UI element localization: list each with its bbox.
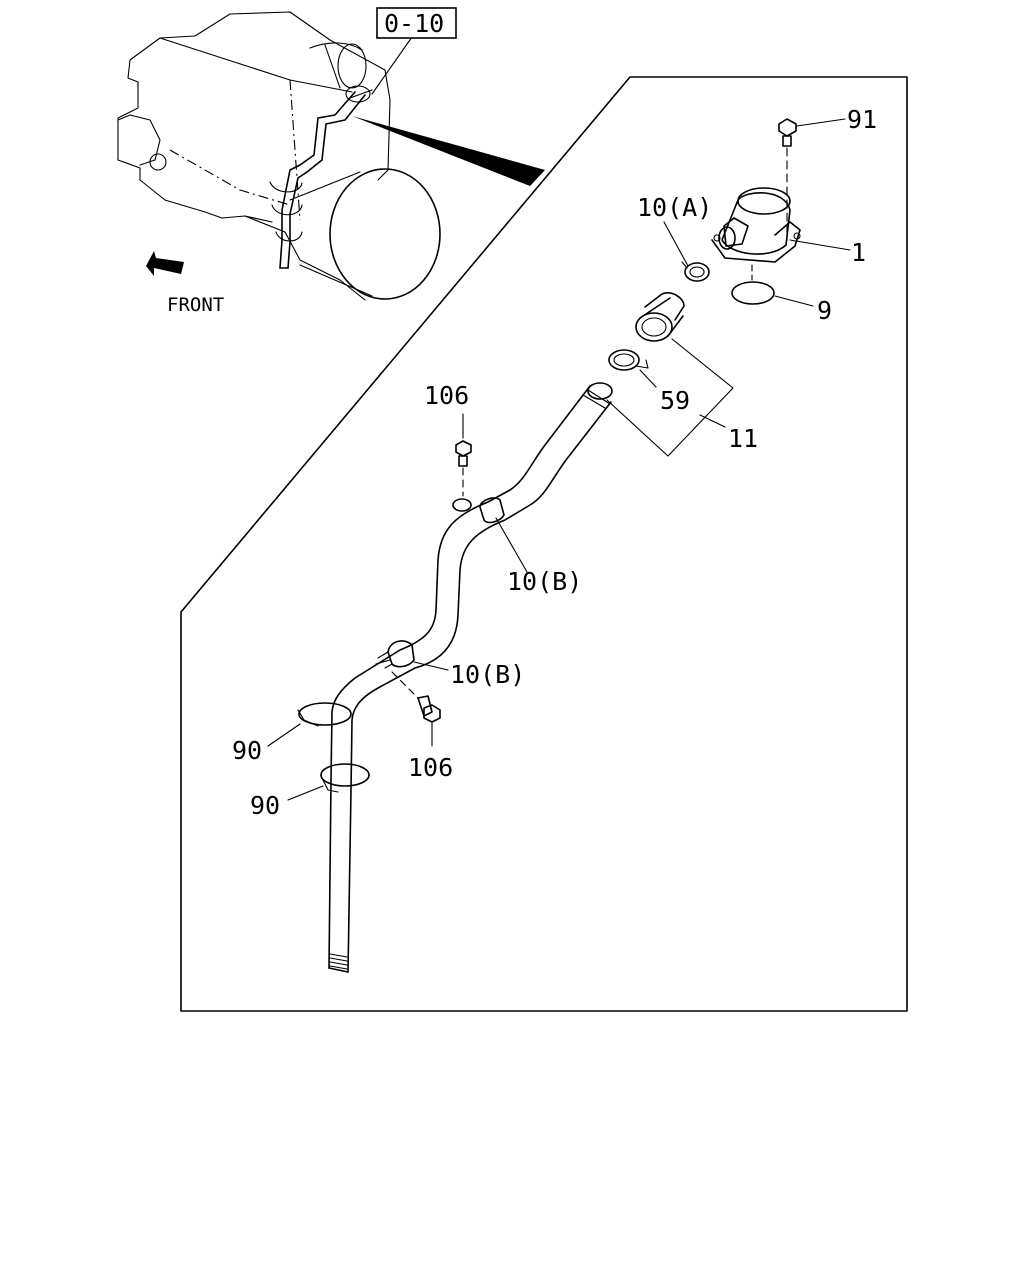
front-label: FRONT [167, 294, 224, 316]
callout-106-top: 106 [424, 381, 469, 410]
callout-1: 1 [851, 238, 866, 267]
callout-10a: 10(A) [637, 193, 712, 222]
hose-segment [635, 292, 685, 342]
clamp-90-lower [287, 763, 370, 801]
detail-frame [180, 76, 908, 1012]
clamp-10a [663, 221, 710, 282]
clamp-10b-lower [375, 640, 449, 671]
callout-106-bottom: 106 [408, 753, 453, 782]
reference-box-label: 0-10 [384, 9, 444, 38]
reference-box: 0-10 [376, 7, 457, 39]
thermostat-housing-1 [711, 187, 851, 263]
callout-59: 59 [660, 386, 690, 415]
detail-pointer [352, 116, 545, 186]
main-pipe [328, 382, 613, 973]
arrow-icon [146, 251, 184, 276]
bolt-106-bottom [391, 671, 441, 747]
callout-90-lower: 90 [250, 791, 280, 820]
callout-10b-upper: 10(B) [507, 567, 582, 596]
bracket-11 [606, 338, 734, 457]
o-ring-9 [731, 264, 814, 307]
clamp-10b-upper [479, 497, 528, 573]
front-indicator: FRONT [146, 251, 224, 316]
callout-9: 9 [817, 296, 832, 325]
clamp-59 [608, 349, 657, 388]
callout-10b-lower: 10(B) [450, 660, 525, 689]
callout-11: 11 [728, 424, 758, 453]
clamp-90-upper [267, 702, 352, 747]
engine-overview [117, 11, 545, 301]
bolt-106-top [452, 413, 472, 512]
callout-91: 91 [847, 105, 877, 134]
callout-90-upper: 90 [232, 736, 262, 765]
